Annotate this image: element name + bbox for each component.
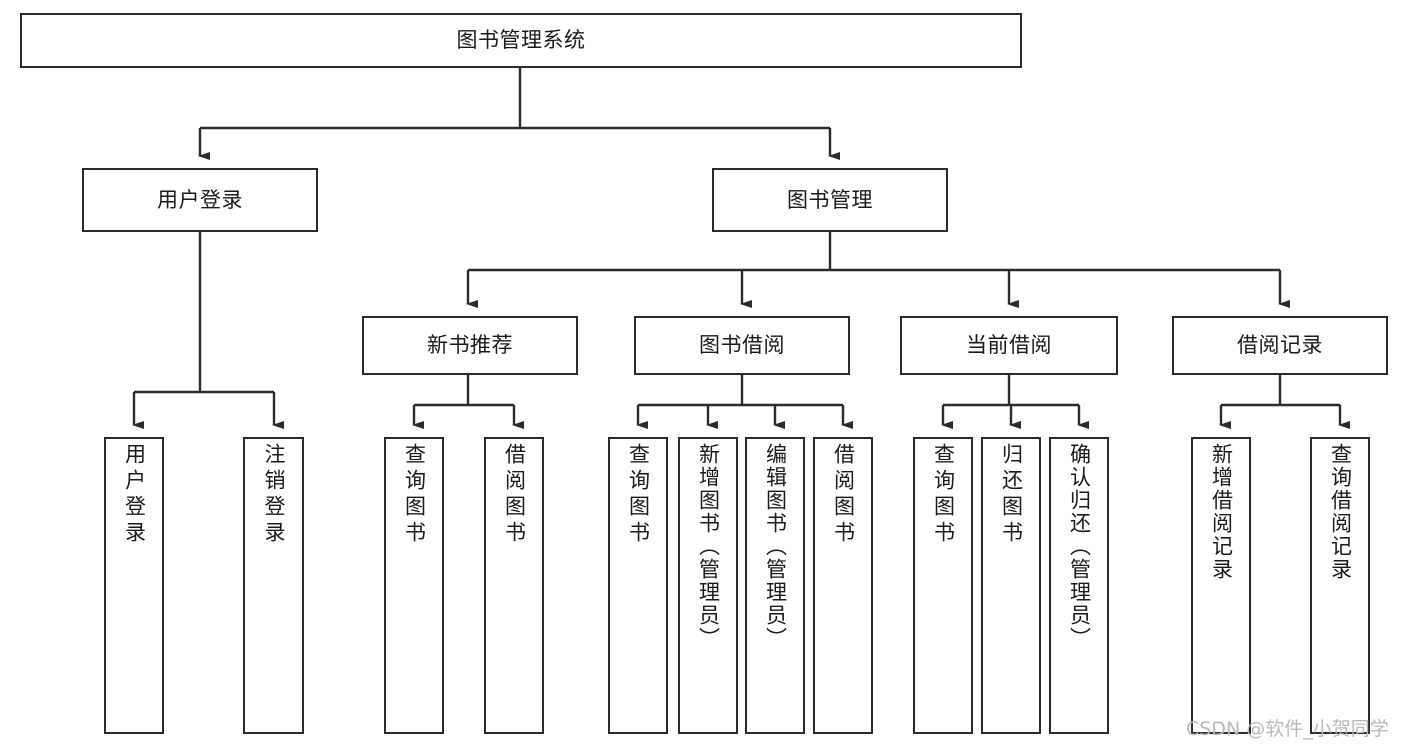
leaf-query-book-1[interactable]: 查询图书 <box>384 437 444 734</box>
leaf-query-book-1-label: 查询图书 <box>402 443 427 547</box>
node-book-manage-label: 图书管理 <box>787 187 873 212</box>
leaf-query-book-2[interactable]: 查询图书 <box>608 437 668 734</box>
leaf-logout-login-label: 注销登录 <box>262 443 286 547</box>
leaf-user-login-label: 用户登录 <box>122 443 147 547</box>
leaf-edit-book[interactable]: 编辑图书（管理员） <box>745 437 805 734</box>
leaf-borrow-book-1-label: 借阅图书 <box>502 443 527 547</box>
leaf-borrow-book-1[interactable]: 借阅图书 <box>484 437 544 734</box>
leaf-add-book-label: 新增图书（管理员） <box>696 443 721 650</box>
leaf-logout-login[interactable]: 注销登录 <box>243 437 304 734</box>
node-book-borrow[interactable]: 图书借阅 <box>634 316 850 375</box>
leaf-return-book-label: 归还图书 <box>999 443 1024 547</box>
leaf-add-record-label: 新增借阅记录 <box>1209 443 1234 581</box>
leaf-query-book-3[interactable]: 查询图书 <box>913 437 973 734</box>
leaf-return-book[interactable]: 归还图书 <box>981 437 1041 734</box>
node-current-borrow[interactable]: 当前借阅 <box>900 316 1118 375</box>
node-book-borrow-label: 图书借阅 <box>699 333 785 358</box>
csdn-watermark: CSDN @软件_小贺同学 <box>1186 718 1389 740</box>
node-book-manage[interactable]: 图书管理 <box>712 168 948 232</box>
leaf-edit-book-label: 编辑图书（管理员） <box>763 443 788 650</box>
node-root-label: 图书管理系统 <box>456 28 586 53</box>
leaf-query-record[interactable]: 查询借阅记录 <box>1310 437 1370 734</box>
leaf-confirm-return-label: 确认归还（管理员） <box>1067 443 1092 650</box>
node-user-login[interactable]: 用户登录 <box>82 168 318 232</box>
leaf-query-book-3-label: 查询图书 <box>931 443 956 547</box>
node-current-borrow-label: 当前借阅 <box>966 333 1052 358</box>
leaf-borrow-book-2[interactable]: 借阅图书 <box>813 437 873 734</box>
leaf-confirm-return[interactable]: 确认归还（管理员） <box>1049 437 1109 734</box>
node-new-book-recommend[interactable]: 新书推荐 <box>362 316 578 375</box>
leaf-user-login[interactable]: 用户登录 <box>104 437 164 734</box>
node-borrow-record-label: 借阅记录 <box>1237 333 1323 358</box>
leaf-add-record[interactable]: 新增借阅记录 <box>1191 437 1251 734</box>
node-root[interactable]: 图书管理系统 <box>20 13 1022 68</box>
node-borrow-record[interactable]: 借阅记录 <box>1172 316 1388 375</box>
leaf-query-book-2-label: 查询图书 <box>626 443 651 547</box>
node-user-login-label: 用户登录 <box>157 187 243 212</box>
node-new-book-recommend-label: 新书推荐 <box>427 333 513 358</box>
leaf-add-book[interactable]: 新增图书（管理员） <box>678 437 738 734</box>
leaf-borrow-book-2-label: 借阅图书 <box>831 443 856 547</box>
leaf-query-record-label: 查询借阅记录 <box>1328 443 1353 581</box>
